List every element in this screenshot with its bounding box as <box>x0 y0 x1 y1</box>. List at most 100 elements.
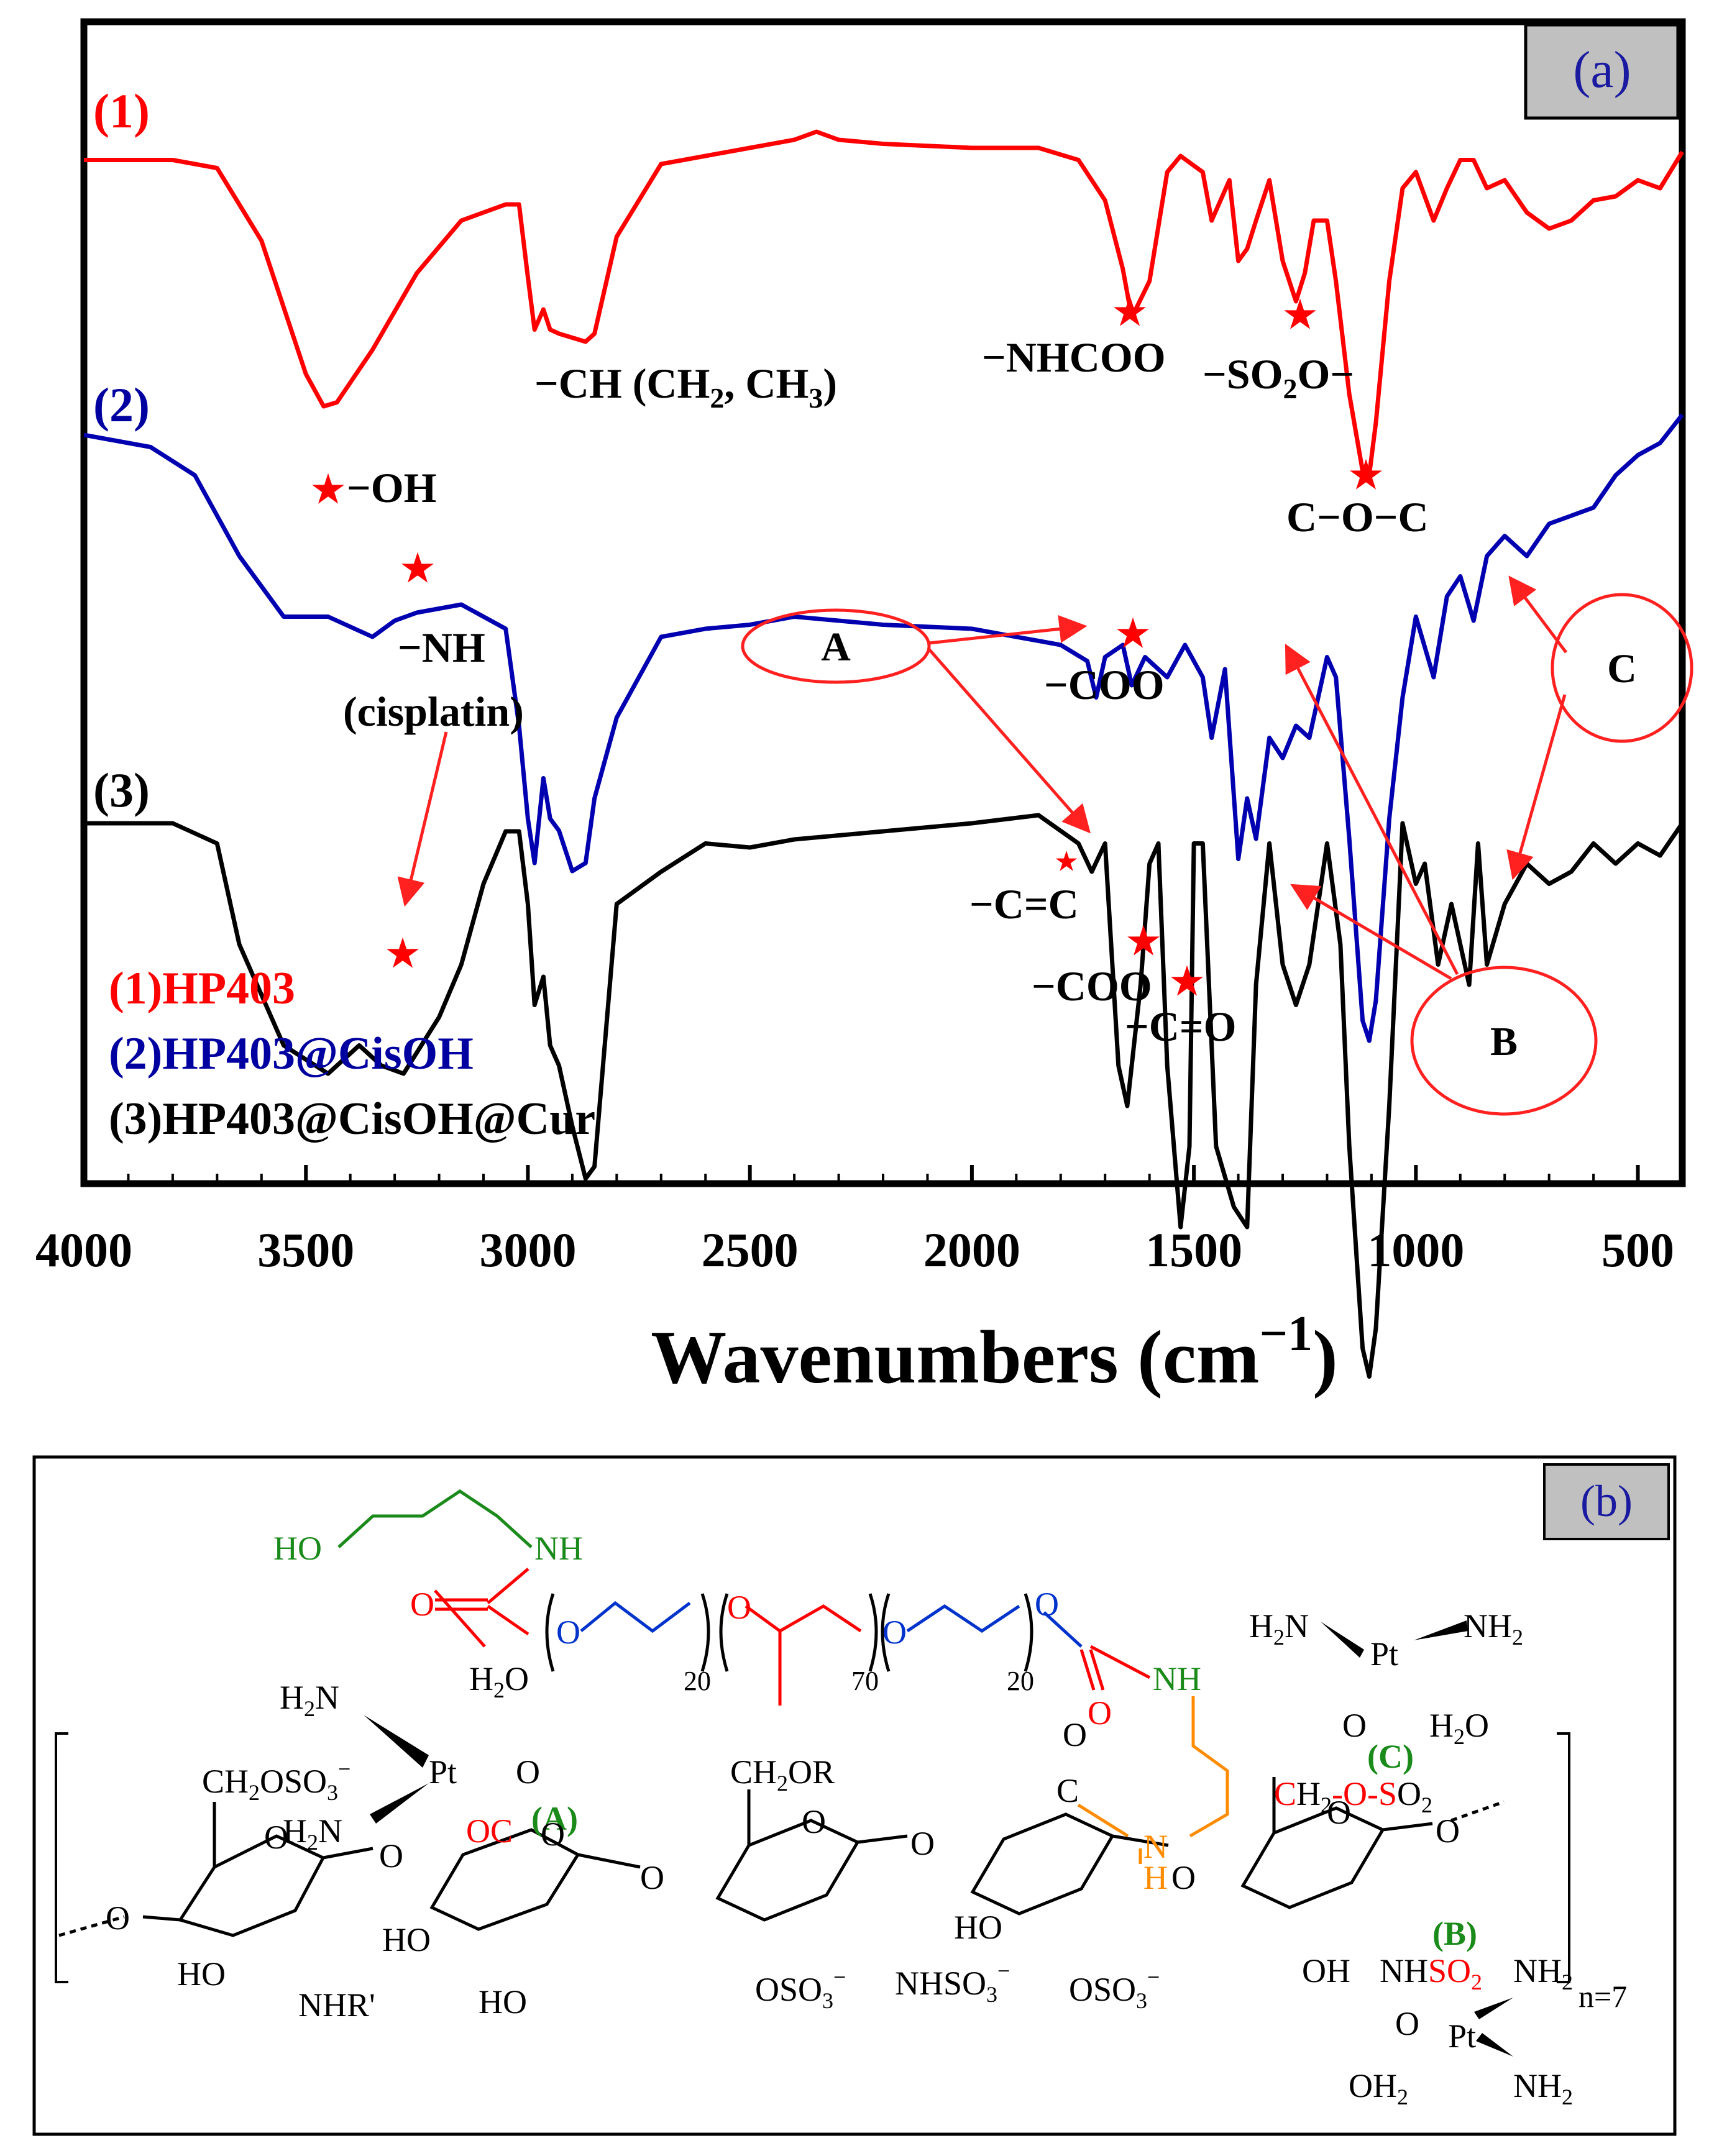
chain-blue-2 <box>906 1604 1020 1633</box>
chain-red-c-o <box>487 1604 529 1636</box>
lbl-N-ring: N <box>1143 1828 1168 1865</box>
lbl-Pt-L: Pt <box>429 1753 457 1791</box>
lbl-NHSO3-a: NHSO <box>895 1965 986 2002</box>
star-so2o: ★ <box>1283 295 1317 336</box>
annot-ch-sub2: 3 <box>809 382 823 414</box>
lbl-OSO2: -O-S <box>1332 1775 1397 1812</box>
star-coc: ★ <box>1349 455 1383 496</box>
arrow-nh <box>397 731 448 907</box>
paren-1a <box>545 1593 555 1672</box>
lbl-H2N-ptL-n: N <box>315 1679 339 1716</box>
callout-C-ellipse <box>1551 593 1693 743</box>
lbl-NHR: NHR' <box>298 1986 375 2024</box>
lbl-NHSO3: NHSO3− <box>895 1958 1010 2007</box>
lbl-CH2OSO3-sub: 2 <box>249 1780 260 1805</box>
lbl-O-ring1: O <box>264 1819 288 1856</box>
lbl-n70: 70 <box>851 1666 879 1696</box>
lbl-NH2-R-sub: 2 <box>1512 1625 1523 1650</box>
lbl-Pt-R: Pt <box>1370 1635 1398 1673</box>
glyco-3 <box>577 1853 641 1869</box>
sugar-rings <box>58 1589 1505 1937</box>
annot-oh: −OH <box>347 464 437 511</box>
annot-ch-a: −CH (CH <box>534 360 710 407</box>
callout-B-ellipse <box>1410 966 1598 1116</box>
lbl-O-ring2: O <box>541 1816 565 1853</box>
lbl-NH2-R: NH2 <box>1464 1607 1523 1650</box>
chain-red-mid <box>745 1604 862 1633</box>
star-nh3: ★ <box>386 933 419 974</box>
paren-3a <box>881 1593 891 1672</box>
annot-so2o: −SO2O− <box>1203 350 1354 404</box>
lbl-O-c2: O <box>1088 1694 1112 1732</box>
chain-red-nh-c <box>487 1568 529 1604</box>
wedge-b2 <box>1474 1998 1513 2019</box>
lbl-C-ring: C <box>1056 1772 1079 1809</box>
pt-bonds <box>364 1620 1513 2057</box>
paren-2b <box>868 1593 878 1672</box>
lbl-O-left: O <box>106 1899 130 1937</box>
chain-orange <box>1189 1696 1229 1838</box>
lbl-CH2-R-sub: 2 <box>1321 1793 1332 1817</box>
annot-nhcoo: −NHCOO <box>982 334 1166 381</box>
lbl-OSO2-sub: 2 <box>1421 1793 1432 1817</box>
lbl-OH2-b-a: OH <box>1349 2067 1397 2104</box>
lbl-H2N-low-n: N <box>318 1812 342 1850</box>
callout-A-ellipse <box>741 608 931 684</box>
wedge-L1 <box>364 1715 429 1768</box>
lbl-C-lbl: (C) <box>1367 1738 1414 1775</box>
annot-ch-sub: 2 <box>710 382 724 414</box>
annot-so2o-b: O− <box>1297 350 1354 398</box>
lbl-O-carb: O <box>410 1586 434 1623</box>
polymer-brackets <box>55 1732 1570 1983</box>
lbl-OH2-b-sub: 2 <box>1397 2085 1408 2109</box>
lbl-OSO3-2-sup: − <box>1147 1965 1160 1989</box>
lbl-O-ring5: O <box>1327 1794 1351 1831</box>
lbl-HO-4: HO <box>954 1909 1002 1946</box>
x-axis-title-text: Wavenumbers (cm <box>651 1315 1259 1399</box>
x-tick-label-1000: 1000 <box>1367 1223 1464 1277</box>
lbl-H2O-left-sub: 2 <box>493 1678 505 1702</box>
lbl-H2N-low: H2N <box>283 1812 342 1855</box>
arrow-A-2 <box>928 648 1091 834</box>
lbl-B: (B) <box>1432 1915 1477 1952</box>
lbl-OH-r: OH <box>1302 1952 1350 1989</box>
paren-3b <box>1024 1593 1033 1672</box>
lbl-HO-1: HO <box>177 1955 226 1993</box>
wedge-b1 <box>1476 2033 1513 2057</box>
arrow-B-2 <box>1290 884 1452 980</box>
annot-cisplatin: (cisplatin) <box>343 688 524 735</box>
lbl-NH-SO2-b: NHSO2 <box>1380 1952 1482 1994</box>
lbl-NH2-b2-a: NH <box>1513 2067 1562 2104</box>
lbl-CH2OSO3-b: OSO <box>260 1763 327 1800</box>
lbl-CH2-R-c: C <box>1274 1775 1296 1812</box>
lbl-O-ptL: O <box>516 1753 540 1791</box>
chain-red-c2-o2 <box>1089 1649 1105 1691</box>
lbl-OSO3-1: OSO3− <box>755 1965 846 2013</box>
lbl-CH2OSO3: CH2OSO3− <box>202 1756 351 1805</box>
lbl-n20a: 20 <box>684 1666 711 1696</box>
glyco-2 <box>323 1847 373 1860</box>
lbl-O4: O <box>1035 1586 1059 1623</box>
lbl-H2O-R-h: H <box>1429 1707 1454 1744</box>
callout-B-label: B <box>1490 1019 1518 1064</box>
callout-A-label: A <box>821 624 851 670</box>
lbl-O-gly2: O <box>640 1859 664 1896</box>
callouts <box>397 575 1693 1116</box>
lbl-OSO3-2-a: OSO <box>1069 1971 1136 2008</box>
spectra-group <box>83 129 1684 1379</box>
wedge-R1 <box>1321 1622 1364 1658</box>
panel-a-label-box: (a) <box>1524 23 1680 120</box>
molecule-labels: HO NH O O 20 O 70 O 20 O O NH H2O H2N Pt… <box>106 1530 1627 2109</box>
paren-2a <box>719 1593 729 1672</box>
lbl-H2N-ptL-h: H <box>280 1679 304 1716</box>
panel-a-frame <box>80 18 1686 1187</box>
lbl-OSO3-2-sub: 3 <box>1136 1988 1147 2013</box>
annot-coo2: −COO <box>1032 962 1152 1010</box>
lbl-OSO3-1-sup: − <box>833 1965 846 1989</box>
x-tick-label-3000: 3000 <box>479 1223 576 1277</box>
lbl-H2O-left: H2O <box>469 1660 529 1702</box>
panel-b-label: (b) <box>1580 1476 1633 1526</box>
legend-item-1: (1)HP403 <box>109 963 295 1014</box>
